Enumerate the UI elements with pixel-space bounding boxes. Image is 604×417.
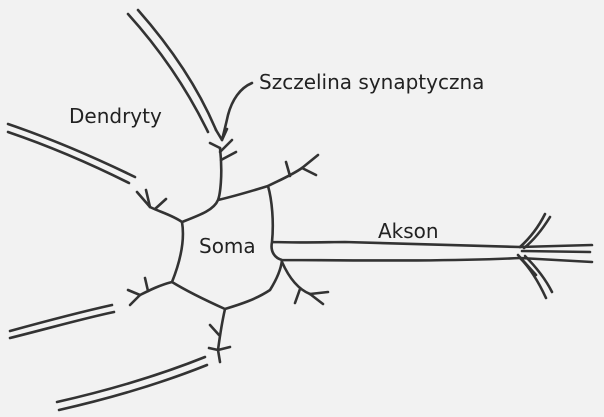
axon-terminal [518, 214, 592, 298]
dendrite-lower-right [282, 262, 328, 304]
dendrites-label: Dendryty [69, 106, 162, 126]
dendrite-upper-right [268, 155, 318, 186]
axon-label: Akson [378, 221, 439, 241]
dendrite-top [210, 140, 236, 160]
incoming-axon-lower-left [10, 305, 114, 338]
cleft-arrowhead [216, 129, 227, 140]
synaptic-cleft-label: Szczelina synaptyczna [259, 72, 484, 92]
incoming-axon-bottom [57, 357, 207, 410]
dendrite-left-top [137, 190, 166, 209]
soma-outline [140, 148, 520, 350]
incoming-axon-left [8, 124, 135, 183]
soma-label: Soma [199, 236, 256, 256]
